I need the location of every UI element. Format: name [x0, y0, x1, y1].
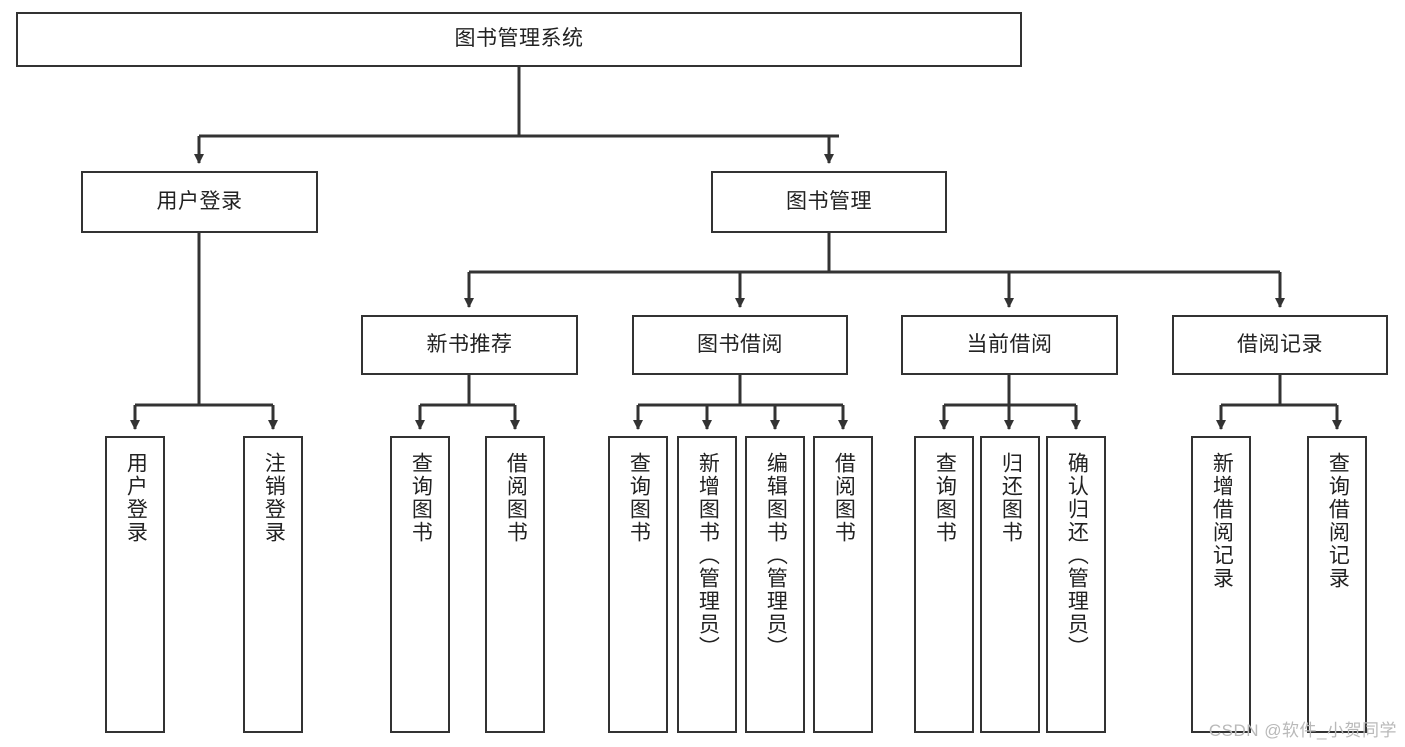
leaf-confirm-return[interactable]: 确认归还（管理员） — [1046, 436, 1106, 733]
leaf-borrow-book-2[interactable]: 借阅图书 — [813, 436, 873, 733]
node-borrow-record-label: 借阅记录 — [1237, 332, 1323, 356]
leaf-query-book-3[interactable]: 查询图书 — [914, 436, 974, 733]
leaf-logout-login[interactable]: 注销登录 — [243, 436, 303, 733]
node-book-borrow-label: 图书借阅 — [697, 332, 783, 356]
node-book-management-label: 图书管理 — [786, 189, 872, 213]
node-user-login-label: 用户登录 — [156, 189, 243, 213]
leaf-query-book-1[interactable]: 查询图书 — [390, 436, 450, 733]
leaf-add-record[interactable]: 新增借阅记录 — [1191, 436, 1251, 733]
node-borrow-record[interactable]: 借阅记录 — [1172, 315, 1388, 375]
node-root-label: 图书管理系统 — [454, 27, 584, 51]
leaf-confirm-return-label: 确认归还（管理员） — [1065, 452, 1089, 659]
node-current-borrow-label: 当前借阅 — [966, 332, 1053, 356]
leaf-logout-login-label: 注销登录 — [262, 452, 286, 544]
node-root[interactable]: 图书管理系统 — [16, 12, 1022, 67]
node-current-borrow[interactable]: 当前借阅 — [901, 315, 1118, 375]
leaf-query-book-3-label: 查询图书 — [933, 452, 957, 544]
leaf-query-record[interactable]: 查询借阅记录 — [1307, 436, 1367, 733]
node-new-book-recommend[interactable]: 新书推荐 — [361, 315, 578, 375]
leaf-query-book-2-label: 查询图书 — [627, 452, 651, 544]
leaf-return-book[interactable]: 归还图书 — [980, 436, 1040, 733]
leaf-borrow-book-1[interactable]: 借阅图书 — [485, 436, 545, 733]
leaf-user-login[interactable]: 用户登录 — [105, 436, 165, 733]
node-book-borrow[interactable]: 图书借阅 — [632, 315, 848, 375]
leaf-query-book-1-label: 查询图书 — [409, 452, 433, 544]
leaf-add-book-label: 新增图书（管理员） — [696, 452, 720, 659]
leaf-add-book[interactable]: 新增图书（管理员） — [677, 436, 737, 733]
leaf-borrow-book-2-label: 借阅图书 — [832, 452, 856, 544]
node-user-login[interactable]: 用户登录 — [81, 171, 318, 233]
leaf-edit-book-label: 编辑图书（管理员） — [764, 452, 788, 659]
leaf-edit-book[interactable]: 编辑图书（管理员） — [745, 436, 805, 733]
leaf-borrow-book-1-label: 借阅图书 — [504, 452, 528, 544]
leaf-query-book-2[interactable]: 查询图书 — [608, 436, 668, 733]
node-new-book-recommend-label: 新书推荐 — [426, 332, 513, 356]
leaf-query-record-label: 查询借阅记录 — [1326, 452, 1350, 590]
node-book-management[interactable]: 图书管理 — [711, 171, 947, 233]
leaf-add-record-label: 新增借阅记录 — [1210, 452, 1234, 590]
leaf-user-login-label: 用户登录 — [124, 452, 148, 544]
leaf-return-book-label: 归还图书 — [999, 452, 1023, 544]
